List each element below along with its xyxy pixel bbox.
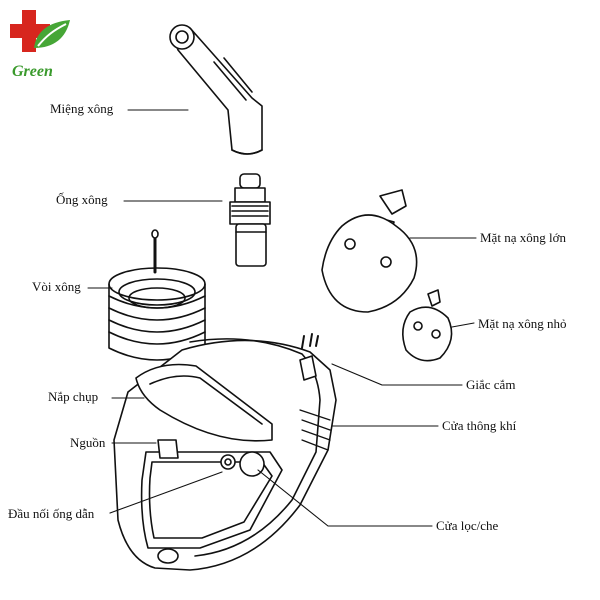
tubing-part [109,230,205,360]
child-mask-part [403,290,452,361]
label-adult-mask: Mặt nạ xông lớn [480,231,566,244]
label-plug: Giắc cắm [466,378,515,391]
label-lid: Nắp chụp [48,390,98,403]
compressor-body [114,334,336,570]
nebulizer-cup-part [230,174,270,266]
label-air-vent: Cửa thông khí [442,419,516,432]
label-nebulizer-cup: Ống xông [56,193,108,206]
adult-mask-part [322,190,417,312]
label-power: Nguồn [70,436,105,449]
label-mouthpiece: Miệng xông [50,102,113,115]
mouthpiece-part [170,25,262,154]
label-filter-cover: Cửa lọc/che [436,519,498,532]
label-child-mask: Mặt nạ xông nhỏ [478,317,566,330]
label-tube-connector: Đầu nối ống dẫn [8,507,94,520]
label-tubing: Vòi xông [32,280,81,293]
